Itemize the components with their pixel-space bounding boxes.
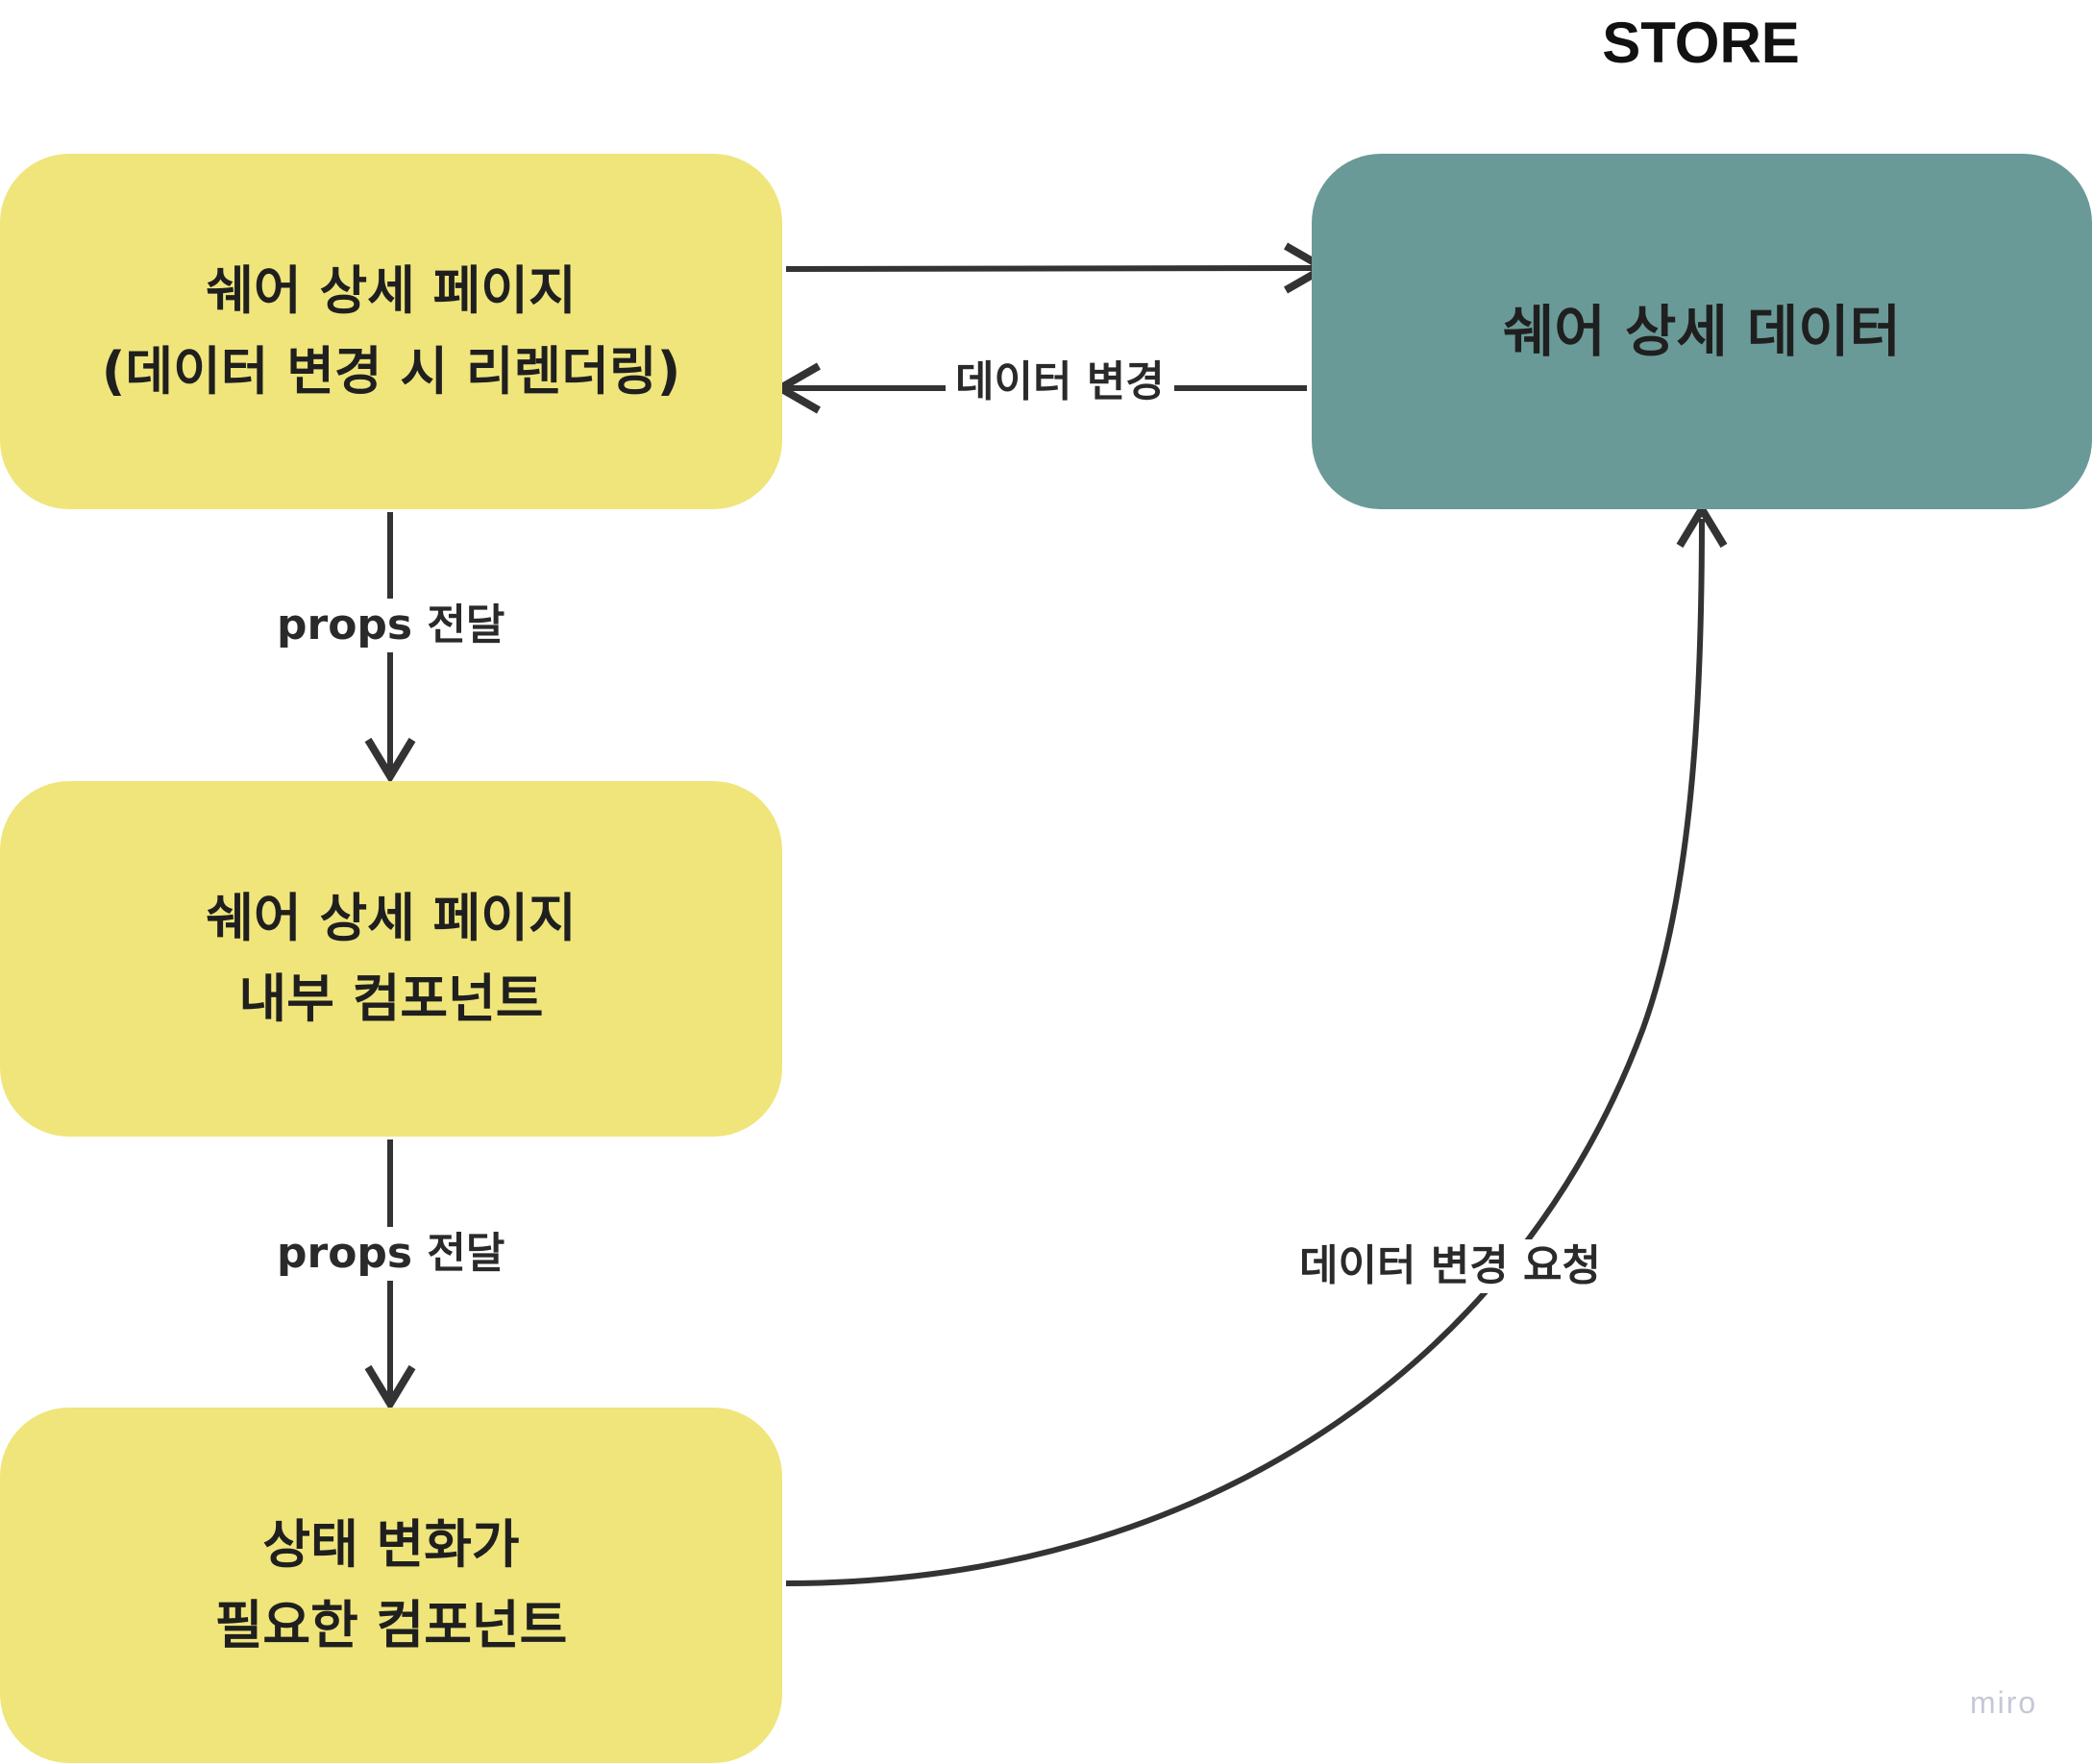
edge-page-to-store xyxy=(785,242,1333,294)
node-inner-component[interactable]: 쉐어 상세 페이지 내부 컴포넌트 xyxy=(0,781,782,1137)
node-share-detail-data[interactable]: 쉐어 상세 데이터 xyxy=(1312,154,2092,509)
node-label-line: 상태 변화가 xyxy=(262,1514,520,1575)
node-share-detail-page[interactable]: 쉐어 상세 페이지 (데이터 변경 시 리렌더링) xyxy=(0,154,782,509)
miro-watermark: miro xyxy=(1970,1685,2038,1720)
edge-label-data-change-request: 데이터 변경 요청 xyxy=(1290,1239,1611,1293)
node-label-line: 필요한 컴포넌트 xyxy=(214,1595,568,1655)
edge-label-props-1: props 전달 xyxy=(267,599,515,652)
edge-state-to-store xyxy=(785,502,1728,1586)
node-label-line: (데이터 변경 시 리렌더링) xyxy=(101,341,681,402)
node-label-line: 쉐어 상세 데이터 xyxy=(1503,299,1901,364)
node-label-line: 내부 컴포넌트 xyxy=(238,968,544,1029)
node-state-change-component[interactable]: 상태 변화가 필요한 컴포넌트 xyxy=(0,1408,782,1763)
node-label-line: 쉐어 상세 페이지 xyxy=(206,888,577,948)
node-label-line: 쉐어 상세 페이지 xyxy=(206,260,577,321)
edge-label-props-2: props 전달 xyxy=(267,1227,515,1281)
store-title: STORE xyxy=(1602,11,1800,75)
edge-label-data-change: 데이터 변경 xyxy=(946,355,1174,409)
